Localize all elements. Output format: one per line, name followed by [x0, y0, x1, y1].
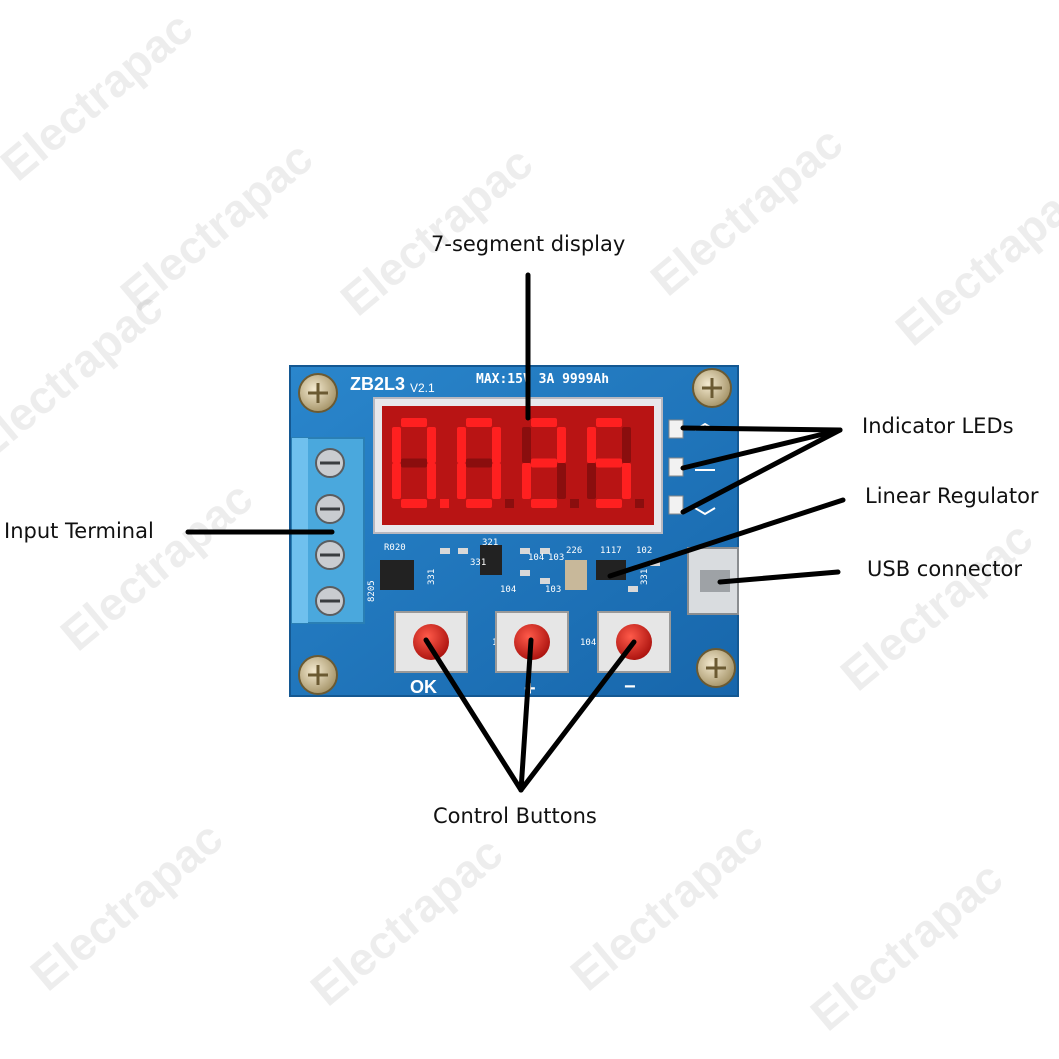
segment-d [531, 499, 557, 508]
svg-text:104: 104 [580, 638, 596, 648]
segment-c [622, 463, 631, 499]
segment-a [531, 418, 557, 427]
buttons-callout-1 [423, 637, 524, 793]
decimal-point [635, 499, 644, 508]
button-label-minus: − [624, 676, 636, 698]
segment-c [492, 463, 501, 499]
board-spec: MAX:15V 3A 9999Ah [476, 372, 609, 387]
pcb-board: ZB2L3 V2.1 MAX:15V 3A 9999Ah [289, 365, 739, 700]
segment-f [587, 427, 596, 463]
segment-d [401, 499, 427, 508]
led-callout-3 [680, 427, 843, 515]
segment-d [596, 499, 622, 508]
segment-b [622, 427, 631, 463]
svg-text:331: 331 [470, 558, 486, 568]
label-input-terminal: Input Terminal [4, 519, 154, 543]
svg-text:8205: 8205 [367, 580, 377, 602]
segment-e [392, 463, 401, 499]
decimal-point [505, 499, 514, 508]
buttons-callout-2 [518, 637, 534, 793]
svg-text:321: 321 [482, 538, 498, 548]
svg-text:331: 331 [427, 569, 437, 585]
segment-f [522, 427, 531, 463]
label-control-buttons: Control Buttons [433, 804, 597, 828]
segment-f [392, 427, 401, 463]
led-callout-2 [680, 427, 843, 471]
segment-c [427, 463, 436, 499]
seven-segment-digits [392, 418, 644, 508]
ok-button[interactable] [394, 611, 468, 673]
segment-g [401, 458, 427, 468]
segment-b [492, 427, 501, 463]
board-model: ZB2L3 [350, 374, 405, 394]
segment-c [557, 463, 566, 499]
segment-d [466, 499, 492, 508]
segment-f [457, 427, 466, 463]
svg-text:103: 103 [545, 585, 561, 595]
segment-b [427, 427, 436, 463]
button-label-ok: OK [410, 677, 437, 697]
label-indicator-leds: Indicator LEDs [862, 414, 1014, 438]
svg-text:1117: 1117 [600, 546, 622, 556]
label-linear-regulator: Linear Regulator [865, 484, 1039, 508]
segment-g [596, 458, 622, 468]
label-usb-connector: USB connector [867, 557, 1022, 581]
led-callout-1 [680, 425, 843, 433]
segment-e [587, 463, 596, 499]
usb-callout [717, 569, 841, 585]
buttons-callout-3 [518, 639, 637, 793]
segment-g [466, 458, 492, 468]
board-version: V2.1 [410, 381, 435, 395]
callout-lines [185, 272, 846, 793]
svg-text:331: 331 [640, 569, 650, 585]
segment-b [557, 427, 566, 463]
segment-e [522, 463, 531, 499]
svg-text:R020: R020 [384, 543, 406, 553]
segment-a [401, 418, 427, 427]
svg-text:102: 102 [636, 546, 652, 556]
silkscreen-labels: R020 8205 321 331 104 103 226 1117 102 3… [367, 538, 652, 648]
regulator-callout [607, 497, 846, 579]
label-seven-segment-display: 7-segment display [431, 232, 626, 256]
svg-text:104: 104 [500, 585, 516, 595]
svg-text:104: 104 [528, 553, 544, 563]
segment-a [596, 418, 622, 427]
input-terminal-block [291, 437, 365, 624]
svg-text:226: 226 [566, 546, 582, 556]
segment-g [531, 458, 557, 468]
decimal-point [440, 499, 449, 508]
segment-e [457, 463, 466, 499]
decimal-point [570, 499, 579, 508]
svg-text:103: 103 [548, 553, 564, 563]
segment-a [466, 418, 492, 427]
